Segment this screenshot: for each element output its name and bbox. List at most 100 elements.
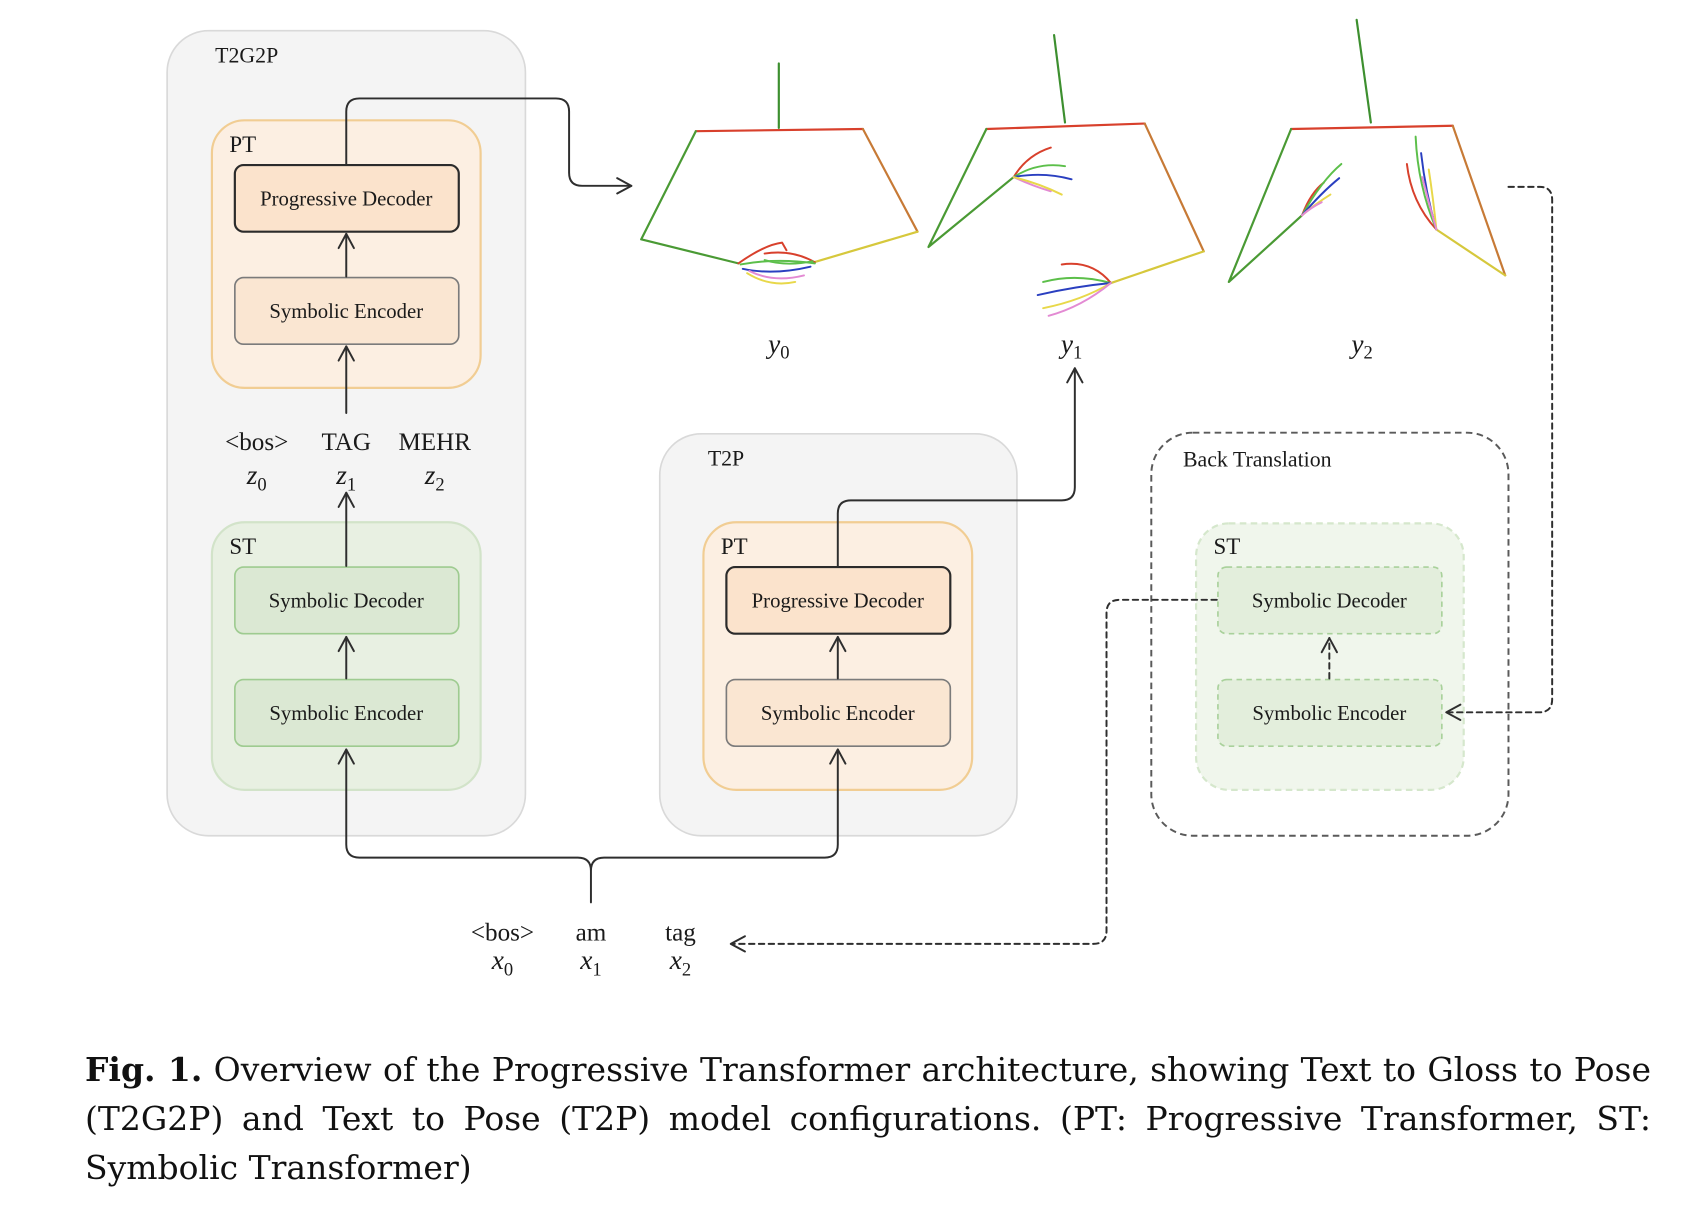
gloss-variable-index: 0 [257, 475, 266, 496]
arrowhead-up-icon [1320, 637, 1338, 654]
back-translation-st-label: ST [1214, 534, 1241, 559]
figure-caption: Fig. 1. Overview of the Progressive Tran… [85, 1045, 1651, 1192]
pose-right-hand [1405, 135, 1438, 231]
arrowhead-left-icon [1445, 703, 1462, 721]
gloss-variable-symbol: z [335, 460, 347, 490]
pose-hands [737, 241, 816, 285]
input-variable-index: 2 [682, 960, 691, 981]
pose-label-y2: y2 [1348, 329, 1372, 363]
t2g2p-progressive-decoder-label: Progressive Decoder [260, 188, 432, 210]
pose-shoulder-line [694, 127, 865, 133]
t2g2p-decoder-to-poses-arrow [345, 97, 633, 187]
input-variable-symbol: x [579, 945, 592, 975]
t2g2p-symbolic-decoder-box [234, 566, 460, 635]
t2p-label: T2P [708, 446, 744, 470]
pose-head-line [1052, 33, 1067, 124]
input-brace-connector [345, 748, 839, 904]
t2p-progressive-decoder-label: Progressive Decoder [752, 590, 924, 612]
pose-right-forearm [812, 230, 919, 264]
pose-head-line [1355, 18, 1372, 124]
finger-stroke [1301, 201, 1323, 217]
arrowhead-right-icon [616, 177, 633, 195]
input-variable-index: 1 [592, 960, 601, 981]
pose-right-upper-arm [1451, 124, 1507, 277]
gloss-token: <bos> [225, 429, 288, 456]
finger-stroke [1301, 162, 1343, 217]
gloss-token: MEHR [398, 429, 471, 456]
pose-label-y1: y1 [1058, 329, 1082, 363]
gloss-variable: z0 [246, 460, 267, 496]
t2g2p-pt-symbolic-encoder-box [234, 276, 460, 346]
back-translation-to-input-arrow [730, 598, 1218, 945]
t2p-decoder-to-y1-arrow [836, 367, 1076, 567]
arrowhead-up-icon [829, 748, 847, 765]
t2g2p-st-label: ST [229, 534, 256, 559]
t2g2p-group: T2G2P PT Progressive Decoder Symbolic En… [166, 29, 527, 837]
pose-right-hand [1036, 262, 1112, 317]
pose-variable-index: 0 [780, 342, 789, 363]
t2g2p-pt-symbolic-encoder-label: Symbolic Encoder [269, 301, 423, 323]
gloss-variable-index: 2 [435, 475, 444, 496]
finger-stroke [1012, 146, 1052, 179]
pose-variable-symbol: y [1348, 329, 1364, 359]
input-variable-symbol: x [491, 945, 504, 975]
arrows [337, 97, 1554, 953]
gloss-variable-symbol: z [424, 460, 436, 490]
gloss-variable: z2 [424, 460, 445, 496]
arrowhead-up-icon [337, 748, 355, 765]
pose-left-hand [1301, 162, 1343, 217]
pose-variable-symbol: y [765, 329, 781, 359]
pose-figure-y0 [640, 62, 919, 285]
t2p-symbolic-encoder-label: Symbolic Encoder [761, 703, 915, 725]
t2p-pt-label: PT [721, 534, 748, 559]
back-translation-label: Back Translation [1183, 448, 1332, 472]
input-variable-index: 0 [504, 960, 513, 981]
input-variable: x2 [669, 945, 691, 981]
pose-right-forearm [1109, 250, 1205, 285]
back-translation-symbolic-decoder-label: Symbolic Decoder [1252, 590, 1407, 612]
pose-right-forearm [1435, 228, 1507, 277]
caption-text: Overview of the Progressive Transformer … [85, 1050, 1651, 1187]
t2p-symbolic-encoder-box [725, 678, 952, 747]
t2g2p-st-symbolic-encoder-label: Symbolic Encoder [269, 703, 423, 725]
gloss-token: TAG [321, 429, 371, 456]
arrowhead-up-icon [337, 345, 355, 362]
pose-shoulder-line [1290, 124, 1454, 131]
t2g2p-st-symbolic-encoder-box [234, 678, 460, 747]
caption-figure-number: Fig. 1. [85, 1050, 203, 1089]
pose-figure-y1 [927, 33, 1205, 317]
arrowhead-up-icon [337, 232, 355, 250]
t2g2p-progressive-decoder-box [233, 163, 460, 233]
pose-left-hand [1012, 146, 1073, 196]
finger-stroke [1012, 164, 1066, 179]
finger-stroke [748, 270, 805, 280]
finger-stroke [1012, 173, 1073, 181]
input-variable-symbol: x [669, 945, 682, 975]
pose-shoulder-line [985, 122, 1146, 131]
pose-variable-symbol: y [1058, 329, 1074, 359]
gloss-variable-index: 1 [347, 475, 356, 496]
pose-variable-index: 2 [1364, 342, 1373, 363]
arrowhead-up-icon [337, 491, 355, 508]
arrowhead-up-icon [829, 635, 847, 653]
back-translation-symbolic-decoder-box [1217, 566, 1443, 635]
arrowhead-left-icon [729, 935, 746, 953]
pose-left-arm [927, 127, 1015, 249]
input-token: am [576, 920, 607, 947]
back-translation-symbolic-encoder-label: Symbolic Encoder [1252, 703, 1406, 725]
finger-stroke [1012, 176, 1063, 196]
arrowhead-up-icon [1066, 367, 1084, 384]
input-token: tag [665, 920, 696, 947]
finger-stroke [1421, 176, 1438, 231]
pose-variable-index: 1 [1073, 342, 1082, 363]
t2g2p-pt-label: PT [229, 132, 256, 157]
finger-stroke [1060, 262, 1112, 285]
input-variable: x1 [579, 945, 601, 981]
back-translation-symbolic-encoder-box [1217, 678, 1443, 747]
input-token: <bos> [471, 920, 534, 947]
gloss-variable: z1 [335, 460, 356, 496]
pose-left-arm [1227, 127, 1304, 284]
finger-stroke [1405, 162, 1438, 231]
